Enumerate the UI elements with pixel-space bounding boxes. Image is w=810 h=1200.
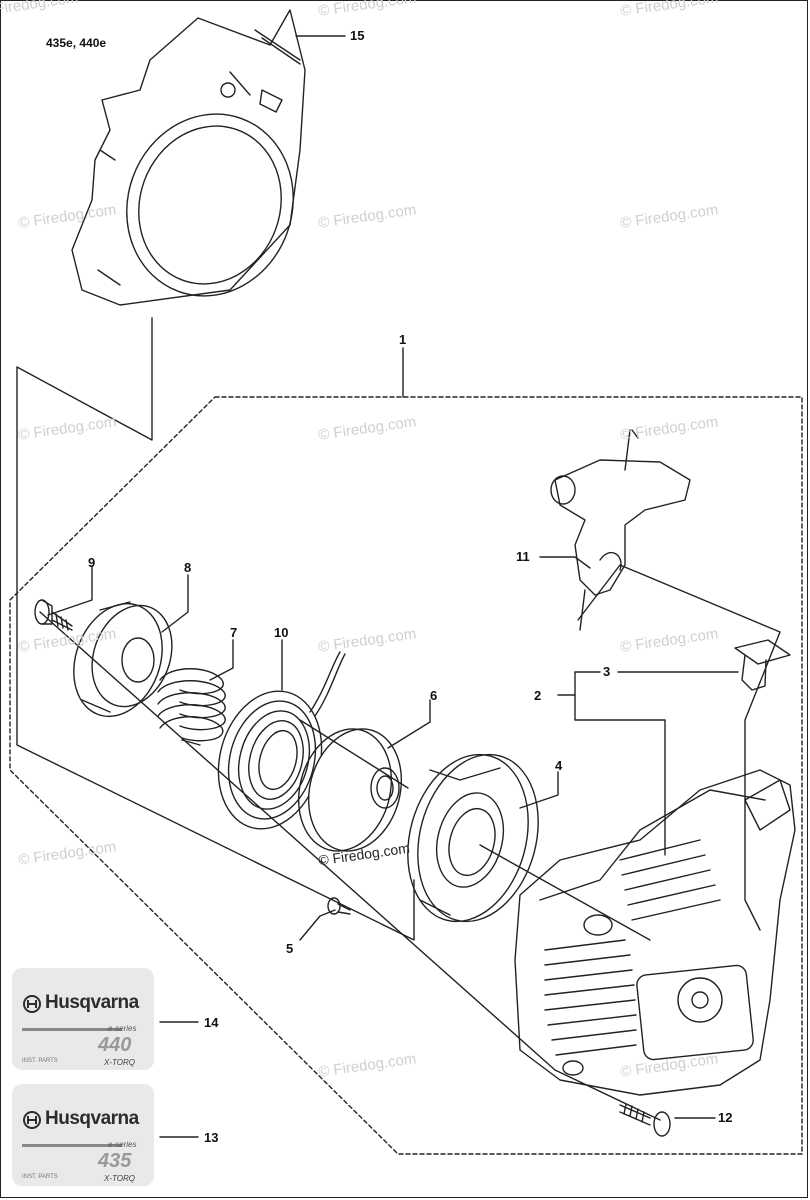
callout-13: 13 (204, 1130, 219, 1145)
decal-435: Husqvarna e-series 435 INST. PARTS X-TOR… (12, 1084, 154, 1186)
part-3-grommet (734, 639, 791, 691)
decal-small-text: INST. PARTS (22, 1174, 58, 1180)
decal-xtorq: X-TORQ (104, 1058, 135, 1067)
decal-bar (22, 1028, 122, 1031)
husqvarna-crown-icon (23, 995, 41, 1013)
callout-1: 1 (399, 332, 407, 347)
callout-11: 11 (516, 549, 530, 564)
decal-brand: Husqvarna (45, 1108, 139, 1129)
callout-15: 15 (350, 28, 365, 43)
husqvarna-crown-icon (23, 1111, 41, 1129)
callout-9: 9 (88, 555, 96, 570)
callout-10: 10 (274, 625, 289, 640)
decal-series: e-series (108, 1024, 137, 1033)
part-6-cassette (297, 728, 403, 852)
decal-brand: Husqvarna (45, 992, 139, 1013)
decal-xtorq: X-TORQ (104, 1174, 135, 1183)
decal-small-text: INST. PARTS (22, 1058, 58, 1064)
part-2-starter-housing (514, 769, 796, 1096)
decal-440: Husqvarna e-series 440 INST. PARTS X-TOR… (12, 968, 154, 1070)
decal-model: 440 (98, 1034, 132, 1056)
part-4-rope-pulley (407, 753, 539, 923)
model-label: 435e, 440e (46, 36, 107, 50)
callout-6: 6 (430, 688, 438, 703)
part-15-cover (71, 9, 306, 306)
callout-5: 5 (286, 941, 294, 956)
part-9-screw (34, 599, 73, 631)
decal-model: 435 (98, 1150, 132, 1172)
decal-series: e-series (108, 1140, 137, 1149)
part-8-pulley (73, 601, 173, 718)
callout-7: 7 (230, 625, 238, 640)
callout-4: 4 (555, 758, 563, 773)
callout-8: 8 (184, 560, 192, 575)
part-5-screw (327, 897, 351, 915)
part-12-bolt (619, 1103, 671, 1137)
callout-2: 2 (534, 688, 542, 703)
decal-bar (22, 1144, 122, 1147)
part-7-spring (157, 668, 226, 746)
callout-12: 12 (718, 1110, 733, 1125)
part-11-handle (550, 429, 691, 631)
callout-14: 14 (204, 1015, 219, 1030)
callout-3: 3 (603, 664, 611, 679)
